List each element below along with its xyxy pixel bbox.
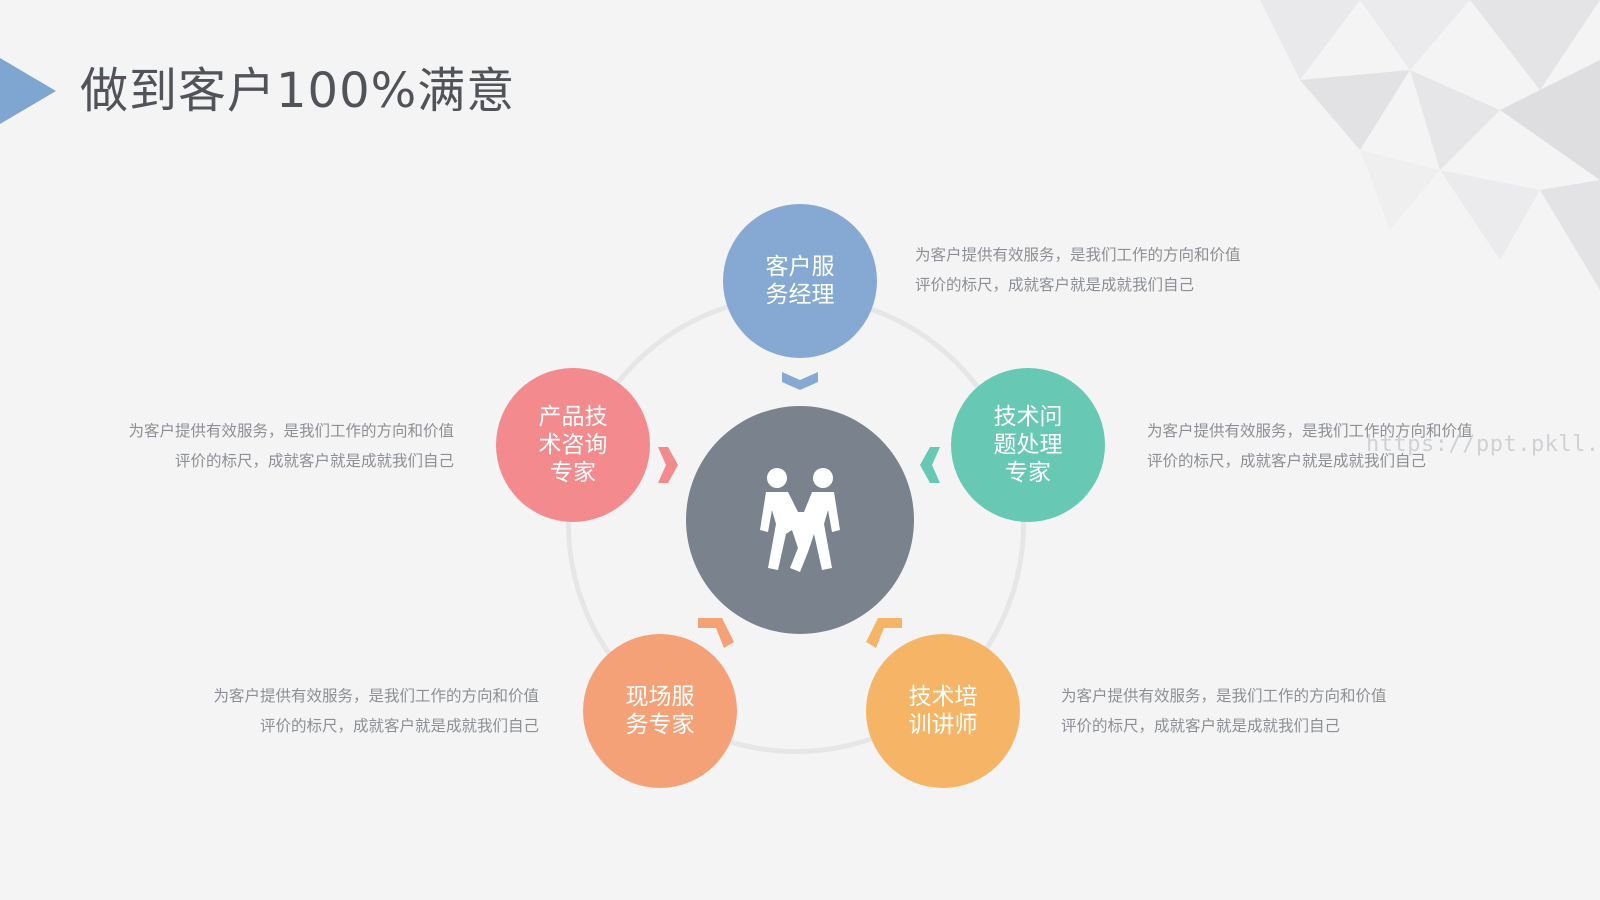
handshake-people-icon	[760, 468, 840, 572]
node-description: 为客户提供有效服务，是我们工作的方向和价值评价的标尺，成就客户就是成就我们自己	[1061, 687, 1387, 735]
node-description: 为客户提供有效服务，是我们工作的方向和价值评价的标尺，成就客户就是成就我们自己	[915, 246, 1241, 294]
title-arrow-icon	[0, 58, 56, 124]
chevron-left-icon	[920, 447, 940, 483]
node-description: 为客户提供有效服务，是我们工作的方向和价值评价的标尺，成就客户就是成就我们自己	[1147, 422, 1473, 470]
node-label: 技术问题处理专家	[993, 404, 1063, 486]
node-product-consulting-expert[interactable]: 产品技术咨询专家	[496, 368, 650, 522]
node-label: 产品技术咨询专家	[538, 404, 608, 486]
node-onsite-service-expert[interactable]: 现场服务专家	[583, 634, 737, 788]
node-description: 为客户提供有效服务，是我们工作的方向和价值评价的标尺，成就客户就是成就我们自己	[213, 687, 539, 735]
node-technical-problem-expert[interactable]: 技术问题处理专家	[951, 368, 1105, 522]
chevron-up-left-icon	[866, 618, 902, 648]
node-label: 现场服务专家	[625, 684, 695, 738]
chevron-right-icon	[658, 447, 678, 483]
node-customer-service-manager[interactable]: 客户服务经理	[723, 204, 877, 358]
center-hub	[686, 406, 914, 634]
chevron-up-right-icon	[698, 618, 734, 648]
node-label: 技术培训讲师	[908, 684, 978, 738]
chevron-down-icon	[782, 372, 818, 390]
background-polygon-decoration	[1260, 0, 1600, 290]
page-title: 做到客户100%满意	[80, 63, 516, 119]
node-technical-trainer[interactable]: 技术培训讲师	[866, 634, 1020, 788]
node-label: 客户服务经理	[765, 254, 835, 308]
node-description: 为客户提供有效服务，是我们工作的方向和价值评价的标尺，成就客户就是成就我们自己	[128, 422, 454, 470]
watermark-text: https://ppt.pkll.de	[1366, 432, 1600, 457]
